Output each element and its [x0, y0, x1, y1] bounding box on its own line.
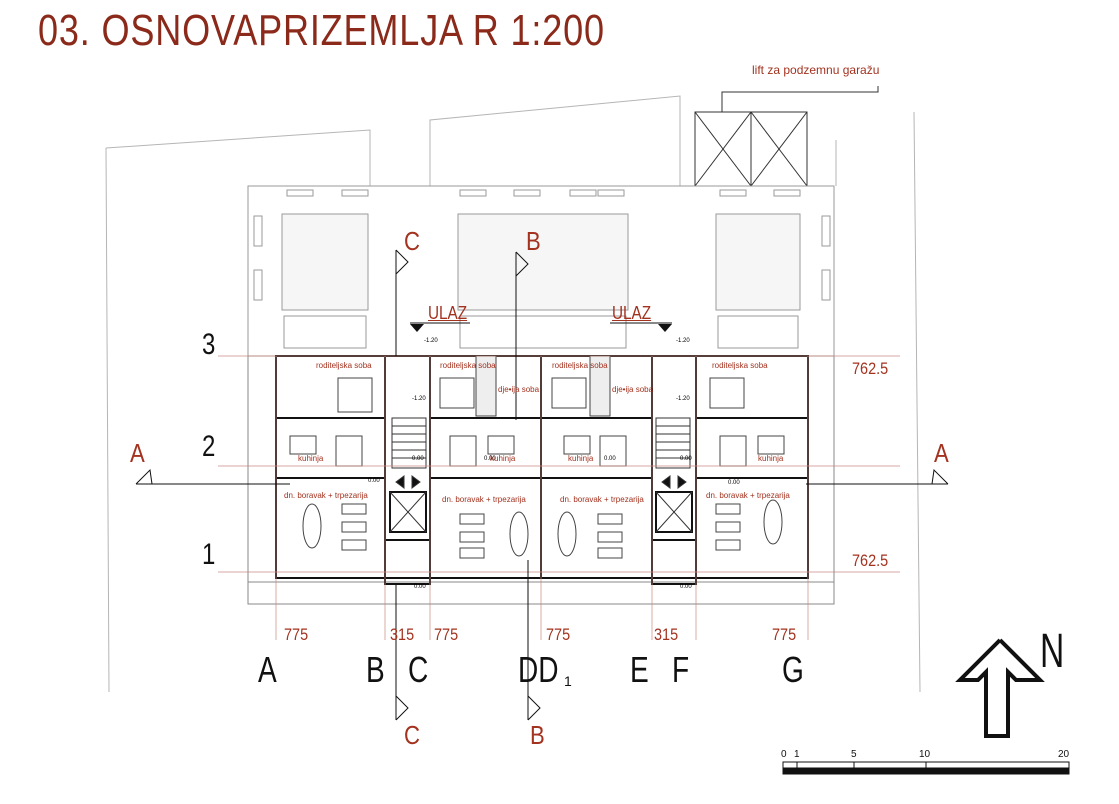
dimension-775-2: 775 [434, 625, 459, 644]
room-u3-living: dn. boravak + trpezarija [560, 495, 644, 504]
room-u1-parent: roditeljska soba [316, 361, 372, 370]
room-u1-living: dn. boravak + trpezarija [284, 491, 368, 500]
grid-col-b: B [366, 649, 385, 690]
grid-lines [218, 355, 900, 640]
scale-tick-5: 5 [851, 749, 857, 760]
north-arrow [955, 638, 1045, 738]
entrance-markers [410, 322, 672, 332]
stairs [389, 417, 693, 533]
dimension-775-4: 775 [772, 625, 797, 644]
section-lines [135, 249, 949, 721]
section-c-top: C [404, 226, 420, 256]
room-u4-parent: roditeljska soba [712, 361, 768, 370]
room-u1-kitchen: kuhinja [298, 454, 324, 463]
scale-tick-1: 1 [794, 749, 800, 760]
page-title: 03. OSNOVAPRIZEMLJA R 1:200 [38, 6, 605, 55]
grid-col-e: E [630, 649, 649, 690]
level-mark: 0.00 [368, 478, 380, 484]
section-b-top: B [526, 226, 541, 256]
grid-row-1: 1 [202, 538, 216, 571]
dimension-775-3: 775 [546, 625, 571, 644]
grid-col-d1-sub: 1 [564, 673, 572, 689]
lift-annotation: lift za podzemnu garažu [752, 63, 880, 77]
grid-col-dd: DD [518, 649, 559, 690]
section-c-bottom: C [404, 720, 420, 750]
level-mark: -1.20 [412, 396, 426, 402]
room-u2-living: dn. boravak + trpezarija [442, 495, 526, 504]
grid-col-a: A [258, 649, 277, 690]
scale-bar [782, 761, 1070, 775]
grid-col-f: F [672, 649, 690, 690]
level-mark: 0.00 [414, 584, 426, 590]
room-u2-kitchen: kuhinja [490, 454, 516, 463]
scale-tick-0: 0 [781, 749, 787, 760]
level-mark: 0.00 [484, 456, 496, 462]
lift-shaft [694, 86, 879, 187]
grid-row-3: 3 [202, 328, 216, 361]
room-u4-kitchen: kuhinja [758, 454, 784, 463]
entrance-label-left: ULAZ [428, 303, 468, 323]
entrance-label-right: ULAZ [612, 303, 652, 323]
room-u2-child: dje•ija soba [498, 385, 540, 394]
grid-row-2: 2 [202, 430, 216, 463]
north-label: N [1040, 625, 1065, 678]
grid-col-g: G [782, 649, 804, 690]
level-mark: 0.00 [604, 456, 616, 462]
level-mark: 0.00 [680, 584, 692, 590]
gardens [247, 185, 835, 357]
section-b-bottom: B [530, 720, 545, 750]
level-mark: 0.00 [680, 456, 692, 462]
level-mark: -1.20 [676, 396, 690, 402]
level-mark: 0.00 [412, 456, 424, 462]
scale-tick-10: 10 [919, 749, 931, 760]
elevation-top: 762.5 [852, 359, 889, 378]
dimension-315-2: 315 [654, 625, 679, 644]
room-u3-parent: roditeljska soba [552, 361, 608, 370]
room-u3-child: dje•ija soba [612, 385, 654, 394]
elevation-bottom: 762.5 [852, 551, 889, 570]
section-a-left: A [130, 438, 145, 468]
grid-col-c: C [408, 649, 429, 690]
scale-tick-20: 20 [1058, 749, 1070, 760]
section-a-right: A [934, 438, 949, 468]
room-u4-living: dn. boravak + trpezarija [706, 491, 790, 500]
level-mark: 0.00 [728, 480, 740, 486]
level-mark: -1.20 [676, 338, 690, 344]
room-u2-parent: roditeljska soba [440, 361, 496, 370]
dimension-315-1: 315 [390, 625, 415, 644]
dimension-775-1: 775 [284, 625, 309, 644]
site-outline [105, 95, 921, 693]
room-u3-kitchen: kuhinja [568, 454, 594, 463]
level-mark: -1.20 [424, 338, 438, 344]
